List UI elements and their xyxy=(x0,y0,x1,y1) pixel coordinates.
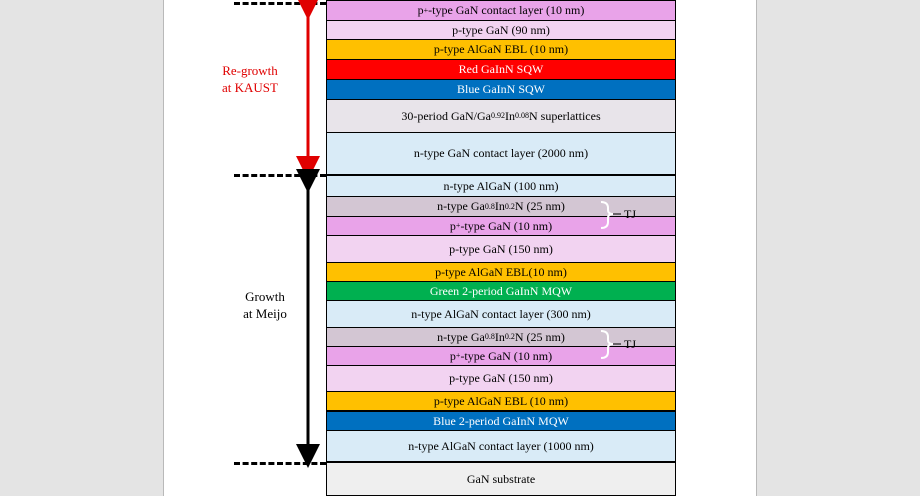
layer-text: n-type AlGaN (100 nm) xyxy=(443,178,559,193)
layer-text: -type GaN (10 nm) xyxy=(460,348,553,363)
layer-text: n-type Ga xyxy=(437,199,485,213)
layer-14: n-type AlGaN contact layer (300 nm) xyxy=(326,300,676,328)
layer-text: Green 2-period GaInN MQW xyxy=(429,283,573,298)
layer-text: In xyxy=(494,199,505,213)
tj-bracket-lower xyxy=(600,330,614,359)
layer-19: Blue 2-period GaInN MQW xyxy=(326,411,676,431)
layer-4: Red GaInN SQW xyxy=(326,59,676,80)
layer-text: p-type GaN (90 nm) xyxy=(452,22,550,37)
layer-text: n-type GaN contact layer (2000 nm) xyxy=(413,146,589,160)
layer-text: p-type AlGaN EBL (10 nm) xyxy=(433,393,569,408)
layer-text: N (25 nm) xyxy=(514,199,565,213)
layer-7: n-type GaN contact layer (2000 nm) xyxy=(326,132,676,175)
boundary-top-dash xyxy=(234,2,326,5)
tj-label-upper: TJ xyxy=(624,207,636,221)
layer-text: p xyxy=(417,3,424,17)
layer-text: p xyxy=(449,218,456,233)
layer-text: In xyxy=(504,108,515,123)
growth-label-line2: at Meijo xyxy=(243,306,287,321)
layer-21: GaN substrate xyxy=(326,462,676,496)
layer-2: p-type GaN (90 nm) xyxy=(326,20,676,40)
tj-label-lower: TJ xyxy=(624,337,636,351)
tj-bracket-upper xyxy=(600,201,614,229)
layer-text: N (25 nm) xyxy=(514,329,565,344)
layer-text: p-type GaN (150 nm) xyxy=(449,371,553,385)
boundary-bottom-dash xyxy=(234,462,326,465)
regrowth-label: Re-growth at KAUST xyxy=(205,62,295,96)
layer-text: Blue 2-period GaInN MQW xyxy=(433,413,569,428)
boundary-regrowth-dash xyxy=(234,174,326,177)
growth-label: Growth at Meijo xyxy=(220,288,310,322)
growth-label-line1: Growth xyxy=(245,289,285,304)
layer-20: n-type AlGaN contact layer (1000 nm) xyxy=(326,430,676,462)
layer-text: n-type AlGaN contact layer (300 nm) xyxy=(411,306,591,321)
layer-text: n-type AlGaN contact layer (1000 nm) xyxy=(408,438,594,453)
layer-text: -type GaN contact layer (10 nm) xyxy=(428,3,585,17)
layer-text: Blue GaInN SQW xyxy=(457,82,545,96)
regrowth-label-line2: at KAUST xyxy=(222,80,278,95)
layer-text: n-type Ga xyxy=(437,329,485,344)
layer-text: p-type AlGaN EBL (10 nm) xyxy=(433,42,569,56)
layer-text: 30-period GaN/Ga xyxy=(401,108,491,123)
layer-text: N superlattices xyxy=(528,108,601,123)
layer-text: p-type AlGaN EBL(10 nm) xyxy=(435,264,567,279)
layer-text: p xyxy=(449,348,456,363)
layer-text: GaN substrate xyxy=(466,471,536,486)
layer-text: Red GaInN SQW xyxy=(458,62,544,76)
layer-11: p-type GaN (150 nm) xyxy=(326,235,676,263)
layer-text: -type GaN (10 nm) xyxy=(460,218,553,233)
layer-5: Blue GaInN SQW xyxy=(326,79,676,100)
regrowth-label-line1: Re-growth xyxy=(222,63,278,78)
layer-text: p-type GaN (150 nm) xyxy=(449,241,553,256)
layer-18: p-type AlGaN EBL (10 nm) xyxy=(326,391,676,411)
layer-text: In xyxy=(494,329,505,344)
